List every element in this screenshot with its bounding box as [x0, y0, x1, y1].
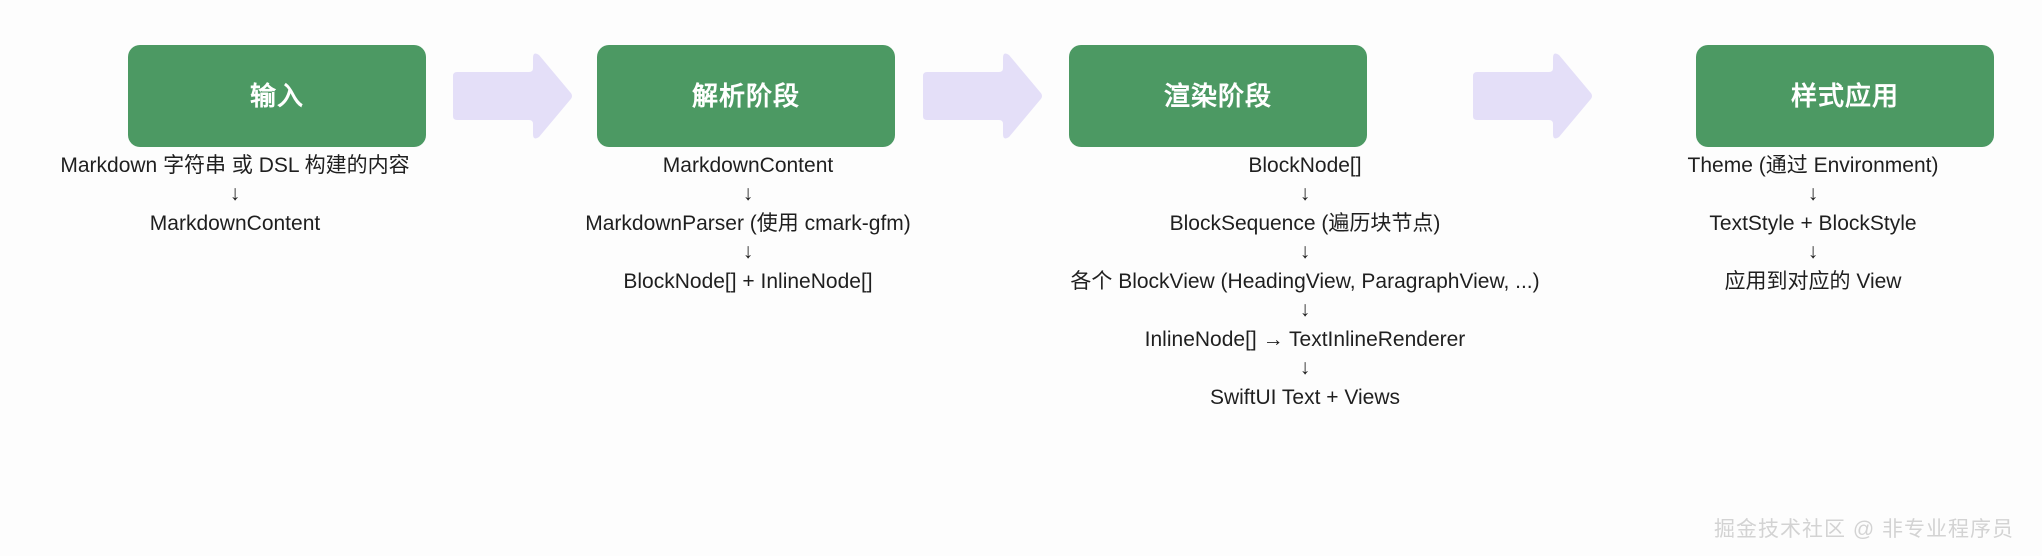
detail-column-input: Markdown 字符串 或 DSL 构建的内容 ↓ MarkdownContent [0, 150, 470, 239]
layout-spacer [0, 96, 128, 97]
detail-step-parse-2: MarkdownParser (使用 cmark-gfm) [585, 212, 911, 235]
stage-box-label-parse: 解析阶段 [691, 81, 800, 111]
layout-spacer [1595, 96, 1696, 97]
flow-down-arrow-icon: ↓ [1807, 240, 1819, 263]
stage-box-style[interactable]: 样式应用 [1696, 45, 1994, 147]
detail-column-style: Theme (通过 Environment) ↓ TextStyle + Block… [1584, 150, 2042, 297]
stage-detail-row: Markdown 字符串 或 DSL 构建的内容↓MarkdownContent… [0, 150, 2042, 413]
flow-down-arrow-icon: ↓ [1299, 240, 1311, 263]
flow-down-arrow-icon: ↓ [1299, 182, 1311, 205]
detail-step-style-2: TextStyle + BlockStyle [1709, 212, 1917, 235]
detail-step-render-2: BlockSequence (遍历块节点) [1169, 212, 1441, 235]
layout-spacer [1045, 96, 1069, 97]
flow-down-arrow-icon: ↓ [1299, 356, 1311, 379]
stage-box-parse[interactable]: 解析阶段 [597, 45, 895, 147]
layout-spacer [1367, 96, 1469, 97]
flow-down-arrow-icon: ↓ [742, 240, 754, 263]
detail-step-style-1: Theme (通过 Environment) [1687, 154, 1939, 177]
layout-spacer [426, 96, 449, 97]
detail-step-input-1: Markdown 字符串 或 DSL 构建的内容 [60, 154, 410, 177]
stage-box-row: 输入 解析阶段 渲染阶段 样式应用 [0, 45, 2042, 147]
detail-column-render: BlockNode[] ↓ BlockSequence (遍历块节点) ↓ 各个 Blo… [1026, 150, 1584, 413]
detail-step-parse-1: MarkdownContent [662, 154, 834, 177]
stage-transition-arrow-icon [1469, 48, 1595, 144]
stage-transition-arrow-icon [919, 48, 1045, 144]
flow-down-arrow-icon: ↓ [742, 182, 754, 205]
detail-step-render-5: SwiftUI Text + Views [1209, 386, 1401, 409]
flow-down-arrow-icon: ↓ [229, 182, 241, 205]
stage-box-input[interactable]: 输入 [128, 45, 426, 147]
stage-box-label-input: 输入 [249, 81, 304, 111]
layout-spacer [895, 96, 919, 97]
stage-transition-arrow-icon [449, 48, 575, 144]
watermark-credit: 掘金技术社区 @ 非专业程序员 [1714, 518, 2014, 541]
detail-step-style-3: 应用到对应的 View [1724, 270, 1902, 293]
detail-step-input-2: MarkdownContent [149, 212, 321, 235]
detail-step-render-4: InlineNode[] → TextInlineRenderer [1144, 328, 1466, 351]
layout-spacer [575, 96, 597, 97]
detail-step-parse-3: BlockNode[] + InlineNode[] [623, 270, 873, 293]
detail-column-parse: MarkdownContent ↓ MarkdownParser (使用 cmark… [470, 150, 1026, 297]
stage-box-render[interactable]: 渲染阶段 [1069, 45, 1367, 147]
stage-box-label-style: 样式应用 [1790, 81, 1899, 111]
detail-step-render-1: BlockNode[] [1248, 154, 1362, 177]
stage-box-label-render: 渲染阶段 [1163, 81, 1272, 111]
detail-step-render-3: 各个 BlockView (HeadingView, ParagraphView… [1070, 270, 1540, 293]
flow-down-arrow-icon: ↓ [1299, 298, 1311, 321]
flow-down-arrow-icon: ↓ [1807, 182, 1819, 205]
